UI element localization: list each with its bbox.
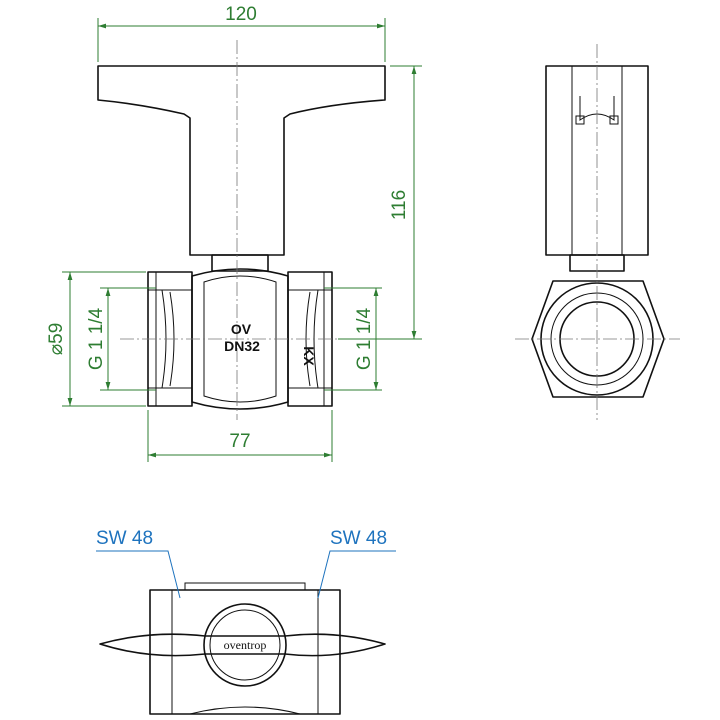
dimension-handle-width: 120 [97, 4, 386, 62]
svg-text:77: 77 [229, 431, 250, 452]
dimension-thread-right: G 1 1/4 [324, 287, 382, 391]
front-view: OV DN32 KX [97, 40, 386, 420]
top-body-outline [149, 589, 341, 715]
sw-label-right: SW 48 [317, 528, 396, 599]
dimension-total-height: 116 [338, 65, 422, 340]
stem [211, 254, 269, 272]
t-handle-outline [97, 65, 386, 256]
svg-text:G 1 1/4: G 1 1/4 [354, 307, 375, 370]
side-handle-outline [545, 65, 649, 256]
ball-body [191, 268, 289, 410]
dimension-body-length: 77 [147, 410, 333, 462]
sw-label-left: SW 48 [96, 528, 181, 599]
svg-text:120: 120 [225, 4, 257, 25]
top-view: oventrop [99, 582, 386, 715]
svg-text:SW 48: SW 48 [96, 528, 153, 549]
dimension-diameter: ⌀59 [46, 271, 146, 407]
svg-text:116: 116 [389, 190, 410, 220]
top-hub [203, 603, 287, 687]
brand-logo: oventrop [224, 638, 267, 652]
top-lever-handle [99, 633, 386, 657]
svg-text:G 1 1/4: G 1 1/4 [86, 307, 107, 370]
svg-text:⌀59: ⌀59 [46, 323, 67, 356]
dimension-thread-left: G 1 1/4 [86, 287, 156, 391]
marking-kx: KX [301, 346, 317, 366]
svg-text:SW 48: SW 48 [330, 528, 387, 549]
side-view [515, 44, 680, 420]
marking-dn: DN32 [224, 338, 260, 354]
marking-ov: OV [231, 321, 252, 337]
